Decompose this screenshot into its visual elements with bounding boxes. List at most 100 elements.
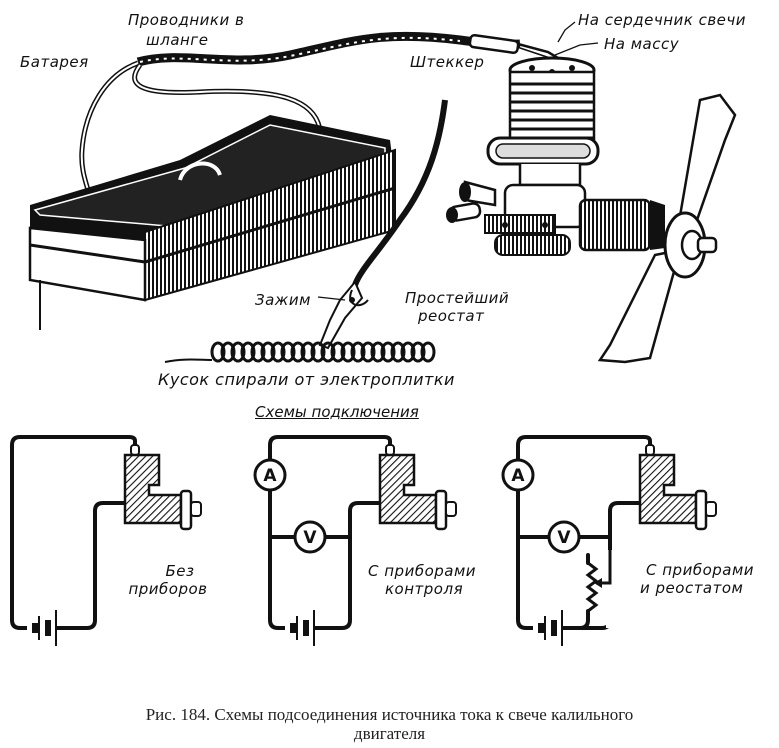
schemes-title: Схемы подключения xyxy=(255,403,419,421)
ammeter-symbol: A xyxy=(263,466,277,486)
coil-loop xyxy=(410,341,426,363)
prop-nut xyxy=(445,501,457,517)
label-heater-coil: Кусок спирали от электроплитки xyxy=(158,370,455,389)
scheme-2-label-1: С приборами xyxy=(368,562,477,580)
coil-loop xyxy=(220,341,236,363)
label-simple-rheostat-2: реостат xyxy=(418,307,485,325)
scheme-3-label-2: и реостатом xyxy=(640,579,744,597)
label-clamp: Зажим xyxy=(255,291,311,309)
scheme-3-label-1: С приборами xyxy=(646,561,755,579)
ammeter-circle xyxy=(501,458,535,492)
coil-loop xyxy=(390,341,406,363)
scheme-3: VA xyxy=(501,435,717,646)
coil-loop xyxy=(280,341,296,363)
coil-loop xyxy=(210,341,226,363)
wire xyxy=(313,501,382,630)
label-battery: Батарея xyxy=(20,53,89,71)
voltmeter-symbol: V xyxy=(557,528,571,548)
scheme-1 xyxy=(10,435,202,646)
engine-symbol-icon xyxy=(638,444,717,531)
battery-plate xyxy=(290,623,296,633)
voltmeter-circle xyxy=(293,520,327,554)
wire xyxy=(268,435,392,630)
prop-nut xyxy=(705,501,717,517)
coil-loop xyxy=(230,341,246,363)
coil-loop xyxy=(360,341,376,363)
figure-caption-line-2: двигателя xyxy=(353,724,426,743)
coil-loop xyxy=(250,341,266,363)
plug-connector-icon xyxy=(468,33,559,60)
glow-plug-terminal xyxy=(645,444,655,456)
scheme-2: VA xyxy=(253,435,457,646)
label-to-ground: На массу xyxy=(604,35,680,53)
coil-loop xyxy=(310,341,326,363)
leader-core xyxy=(557,21,576,43)
leader-ground xyxy=(554,42,599,56)
ammeter-symbol: A xyxy=(511,466,525,486)
propeller-icon xyxy=(597,93,737,364)
engine-body xyxy=(638,453,698,525)
coil-loop xyxy=(300,341,316,363)
prop-nut xyxy=(190,501,202,517)
engine-symbol-icon xyxy=(378,444,457,531)
glow-plug-terminal xyxy=(385,444,395,456)
voltmeter-symbol: V xyxy=(303,528,317,548)
coil-loop xyxy=(370,341,386,363)
coil-loop xyxy=(260,341,276,363)
coil-loop xyxy=(380,341,396,363)
battery-plate xyxy=(45,620,51,636)
prop-hub xyxy=(179,489,193,531)
wire xyxy=(561,609,590,630)
heater-coil-icon xyxy=(210,341,436,363)
coil-loop xyxy=(330,341,346,363)
rheostat-arrow-icon xyxy=(594,578,602,588)
label-to-plug-core: На сердечник свечи xyxy=(578,11,747,29)
voltmeter: V xyxy=(547,520,581,554)
rheostat-cord xyxy=(352,99,448,287)
coil-loop xyxy=(420,341,436,363)
engine-symbol-icon xyxy=(123,444,202,531)
wire xyxy=(516,435,652,630)
wire xyxy=(55,501,127,630)
figure-caption-line-1: Рис. 184. Схемы подсоединения источника … xyxy=(145,705,634,724)
battery-plate xyxy=(538,623,544,633)
label-wires-in-hose-1: Проводники в xyxy=(128,11,245,29)
battery-plate xyxy=(32,623,38,633)
ammeter: A xyxy=(501,458,535,492)
leader-clamp xyxy=(317,296,346,301)
ammeter: A xyxy=(253,458,287,492)
coil-loop xyxy=(400,341,416,363)
battery-symbol-icon xyxy=(285,610,315,646)
coil-loop xyxy=(350,341,366,363)
glow-plug-terminal xyxy=(130,444,140,456)
wire xyxy=(10,435,137,630)
engine-body xyxy=(378,453,438,525)
label-plug-connector: Штеккер xyxy=(410,53,485,71)
battery-plate xyxy=(303,620,309,636)
label-wires-in-hose-2: шланге xyxy=(146,31,209,49)
scheme-1-label-2: приборов xyxy=(128,580,208,598)
coil-loop xyxy=(240,341,256,363)
coil-loop xyxy=(290,341,306,363)
battery-symbol-icon xyxy=(533,610,563,646)
ammeter-circle xyxy=(253,458,287,492)
coil-loop xyxy=(270,341,286,363)
scheme-2-label-2: контроля xyxy=(385,580,464,598)
battery-plate xyxy=(551,620,557,636)
battery-symbol-icon xyxy=(27,610,57,646)
engine-body xyxy=(123,453,183,525)
scheme-1-label-1: Без xyxy=(165,562,195,580)
voltmeter-circle xyxy=(547,520,581,554)
rheostat-resistor-icon xyxy=(585,561,599,613)
engine-icon xyxy=(446,56,665,256)
battery-icon xyxy=(28,115,396,330)
clamp-icon xyxy=(318,280,369,350)
coil-loop xyxy=(320,341,336,363)
coil-loop xyxy=(340,341,356,363)
wire xyxy=(561,501,642,630)
prop-hub xyxy=(694,489,708,531)
prop-hub xyxy=(434,489,448,531)
voltmeter: V xyxy=(293,520,327,554)
